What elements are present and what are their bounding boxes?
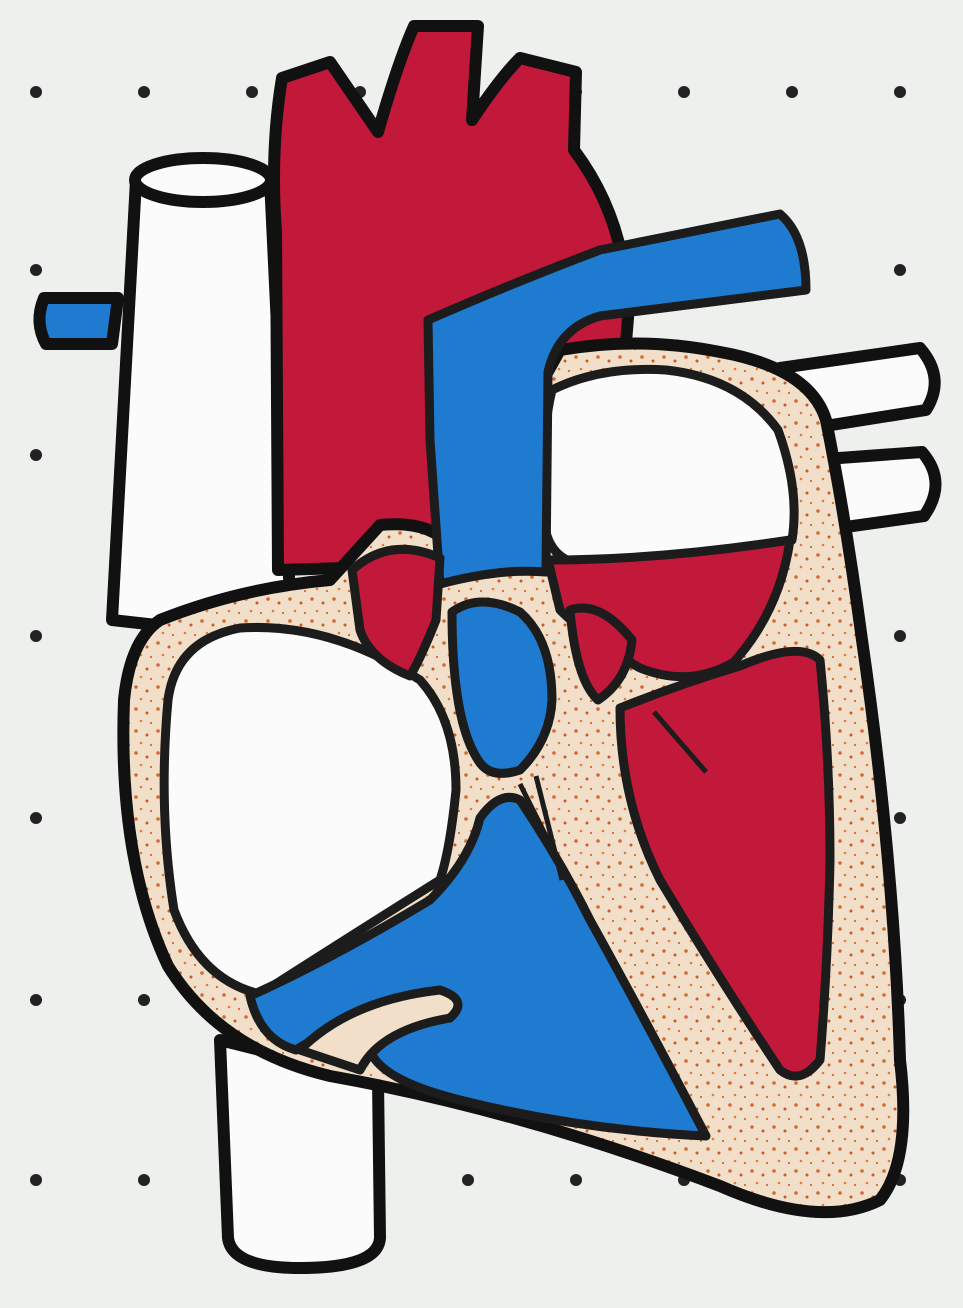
grid-dot <box>30 264 42 276</box>
grid-dot <box>138 994 150 1006</box>
grid-dot <box>138 86 150 98</box>
grid-dot <box>30 449 42 461</box>
grid-dot <box>138 1174 150 1186</box>
grid-dot <box>894 264 906 276</box>
grid-dot <box>462 1174 474 1186</box>
superior-vena-cava <box>112 180 292 640</box>
grid-dot <box>894 812 906 824</box>
grid-dot <box>30 994 42 1006</box>
grid-dot <box>786 86 798 98</box>
grid-dot <box>678 86 690 98</box>
grid-dot <box>570 1174 582 1186</box>
grid-dot <box>30 812 42 824</box>
grid-dot <box>246 86 258 98</box>
grid-dot <box>894 630 906 642</box>
grid-dot <box>894 86 906 98</box>
superior-vena-cava-opening <box>135 158 271 202</box>
grid-dot <box>30 86 42 98</box>
grid-dot <box>30 1174 42 1186</box>
left-pulmonary-artery <box>39 298 118 344</box>
right-ventricular-outflow <box>452 602 552 773</box>
grid-dot <box>30 630 42 642</box>
